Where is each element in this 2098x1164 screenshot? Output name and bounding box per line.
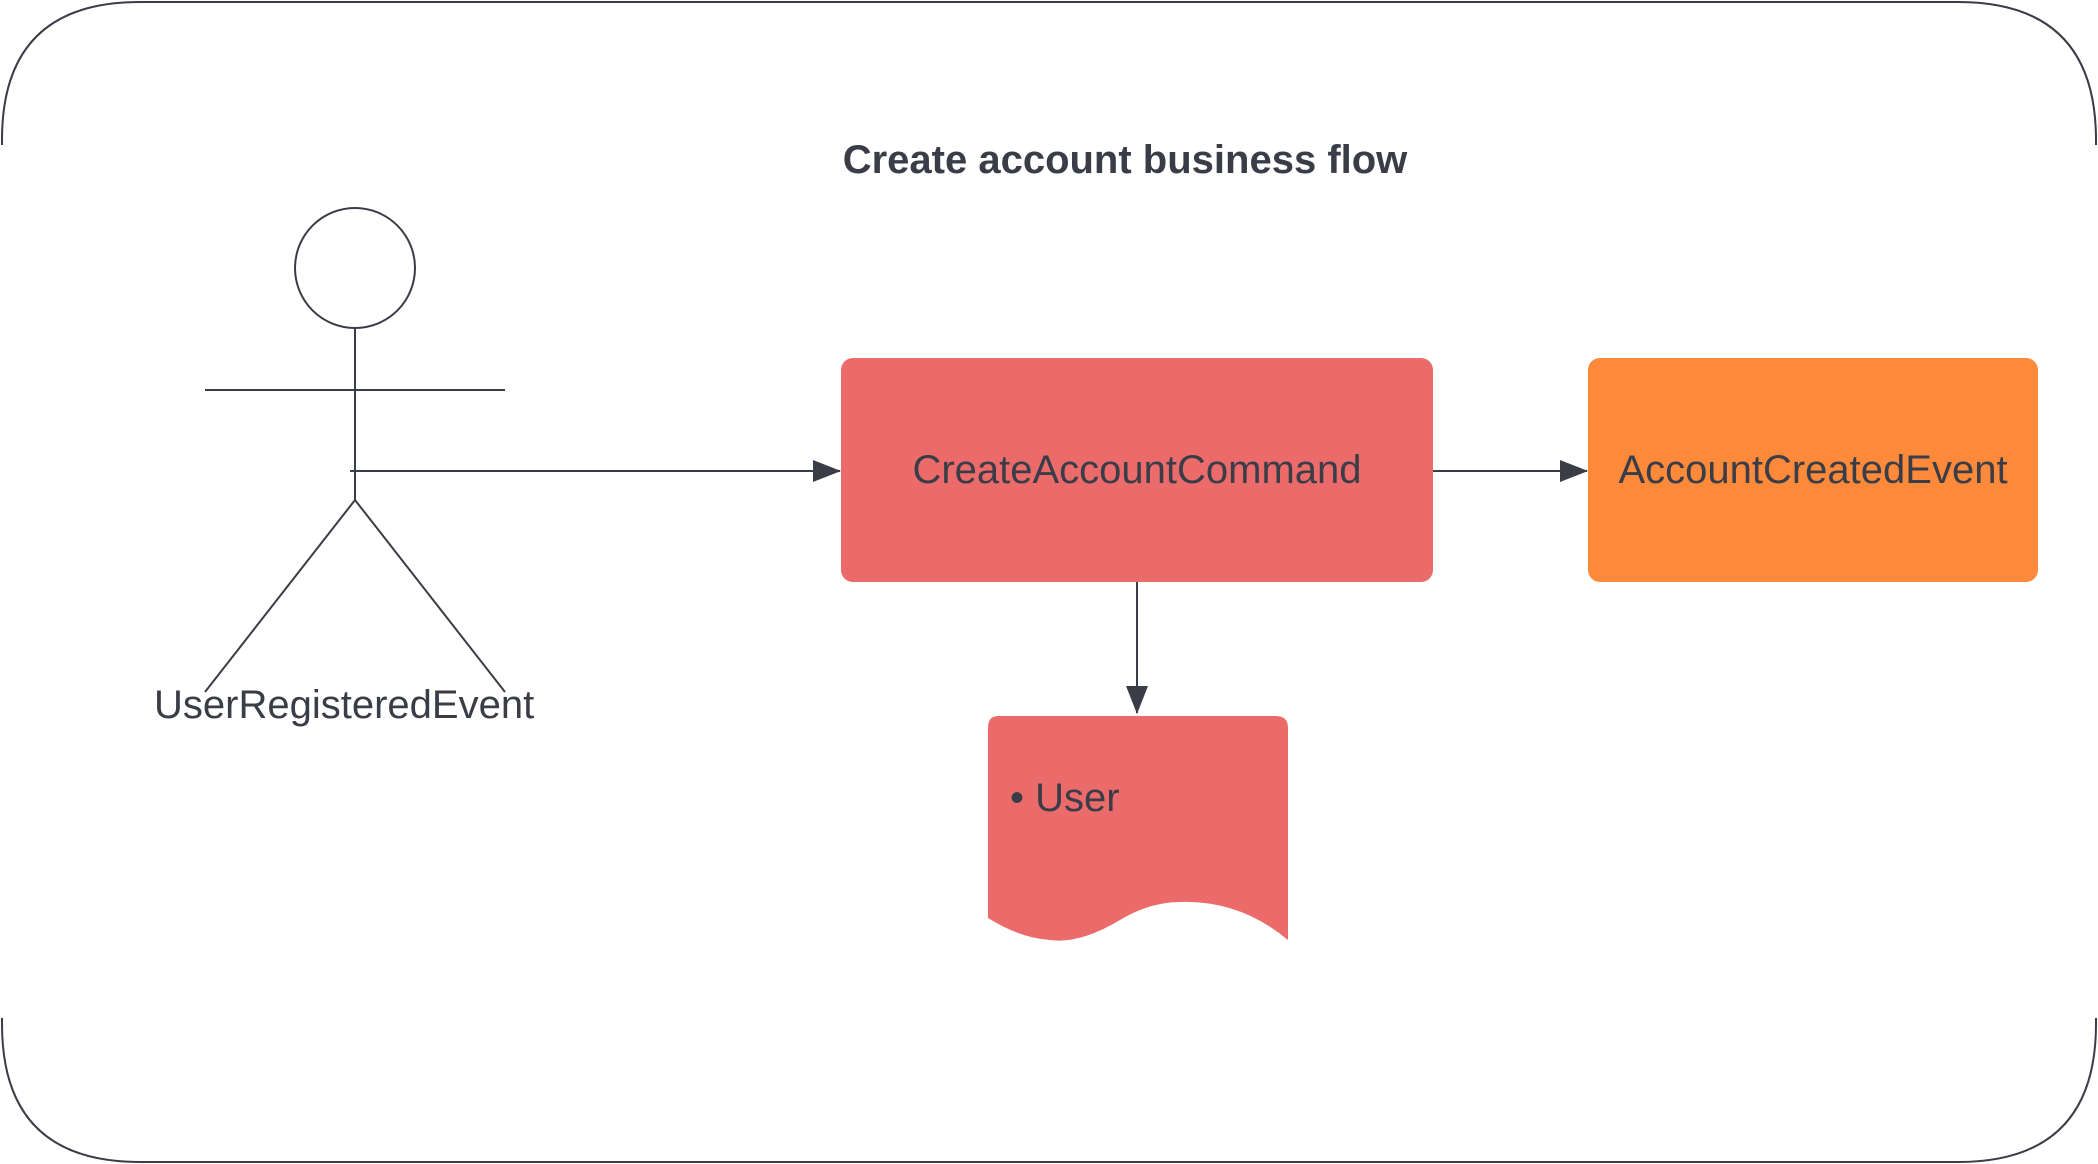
aggregate-document [988,716,1288,941]
actor-left-leg [204,499,356,693]
event-label: AccountCreatedEvent [1618,447,2008,492]
aggregate-item-label: User [1035,776,1120,820]
actor-label: UserRegisteredEvent [154,683,535,727]
command-box [841,358,1433,582]
command-label: CreateAccountCommand [912,447,1362,492]
diagram-title: Create account business flow [842,138,1408,182]
event-box [1588,358,2038,582]
actor-right-leg [354,499,506,693]
aggregate-item: • User [1010,776,1120,821]
bullet-icon: • [1010,776,1025,820]
actor-head [294,207,416,329]
actor-figure [204,207,506,693]
